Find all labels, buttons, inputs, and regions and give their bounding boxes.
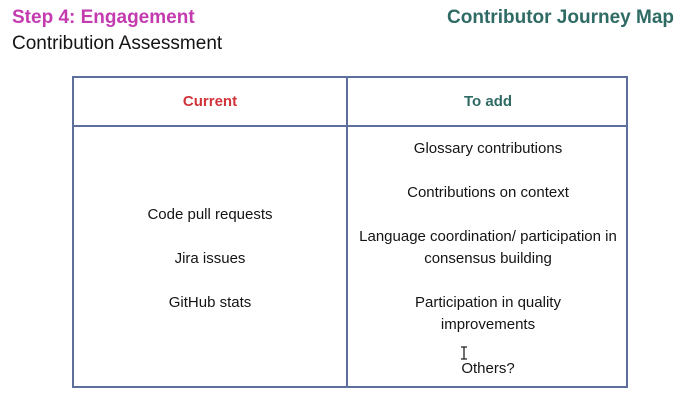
current-item: Code pull requests (147, 206, 273, 223)
current-item: GitHub stats (168, 294, 252, 311)
assessment-table: Current To add Code pull requests Jira i… (72, 76, 628, 388)
to-add-item: Language coordination/ participation in … (359, 228, 617, 267)
header-divider (74, 125, 626, 127)
to-add-item: Glossary contributions (413, 140, 563, 157)
to-add-item: Others? (461, 360, 515, 377)
column-divider (346, 78, 348, 386)
brand-title: Contributor Journey Map (447, 7, 674, 28)
column-header-current: Current (182, 93, 238, 110)
step-title: Step 4: Engagement (12, 7, 195, 28)
column-header-to-add: To add (463, 93, 513, 110)
current-item: Jira issues (174, 250, 246, 267)
to-add-item: Participation in quality improvements (415, 294, 561, 333)
to-add-item: Contributions on context (407, 184, 569, 201)
slide-subtitle: Contribution Assessment (12, 33, 223, 54)
text-cursor-icon (461, 346, 467, 360)
